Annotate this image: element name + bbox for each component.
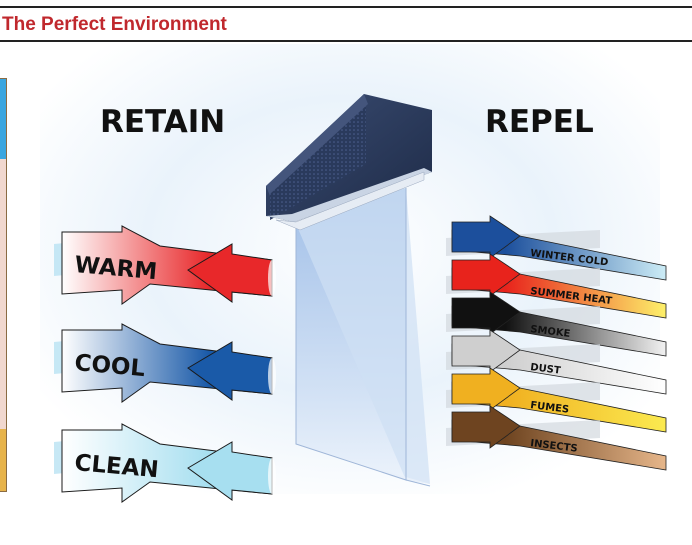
air-curtain-diagram: RETAIN REPEL WARM COOL CLEAN WINTER COLDSU…	[40, 44, 667, 503]
repel-label-dust: DUST	[530, 362, 562, 377]
repel-label-fumes: FUMES	[530, 400, 570, 416]
repel-arrow-dust: DUST	[446, 329, 667, 395]
repel-arrow-fumes: FUMES	[446, 367, 667, 433]
side-panel-strip	[0, 78, 7, 492]
doorway-glass-panel	[295, 188, 431, 487]
retain-label-cool: COOL	[73, 350, 146, 382]
repel-arrow-summer-heat: SUMMER HEAT	[446, 253, 667, 319]
repel-arrow-winter-cold: WINTER COLD	[446, 215, 667, 281]
retain-arrow-clean: CLEAN	[54, 423, 276, 503]
air-curtain-unit	[266, 94, 432, 231]
repel-label-smoke: SMOKE	[530, 324, 571, 340]
retain-arrows: WARM COOL CLEAN	[54, 225, 276, 503]
retain-arrow-warm: WARM	[54, 225, 276, 305]
repel-heading: REPEL	[485, 104, 594, 140]
retain-arrow-cool: COOL	[54, 323, 276, 403]
repel-arrow-insects: INSECTS	[446, 405, 667, 471]
repel-arrow-smoke: SMOKE	[446, 291, 667, 357]
page-header: The Perfect Environment	[0, 6, 692, 42]
page-title: The Perfect Environment	[2, 14, 227, 35]
retain-heading: RETAIN	[100, 104, 225, 140]
